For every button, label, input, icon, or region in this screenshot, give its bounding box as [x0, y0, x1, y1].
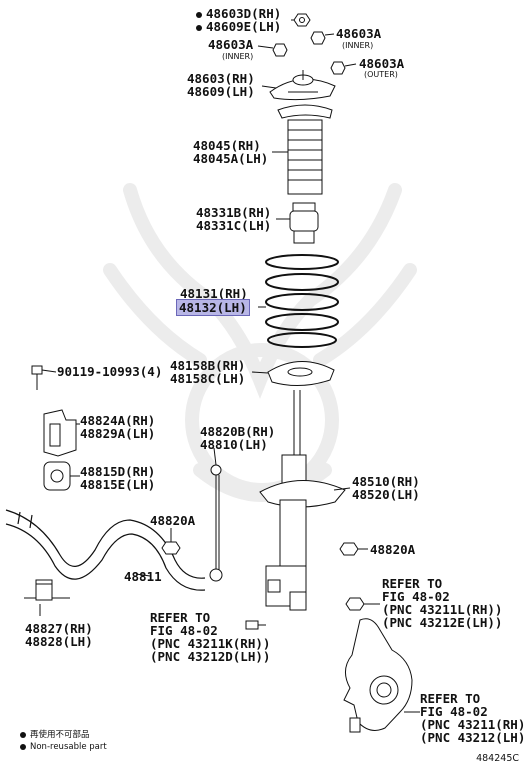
label-48131: 48131(RH): [180, 286, 248, 301]
legend-cn-text: 再使用不可部品: [30, 730, 90, 740]
label-48609lh: 48609(LH): [187, 84, 255, 99]
label-48045a: 48045A(LH): [193, 151, 269, 166]
refer-knuckle-c: (PNC 43211(RH)): [420, 717, 525, 732]
label-48815d: 48815D(RH): [80, 464, 156, 479]
legend-nonreusable-cn: 再使用不可部品: [20, 730, 90, 741]
label-48603a-inner-right-sub: (INNER): [342, 41, 374, 50]
label-48158b: 48158B(RH): [170, 358, 246, 373]
watermark-logo: [103, 183, 417, 502]
label-48603a-outer-sub: (OUTER): [364, 70, 398, 79]
refer-knuckle-d: (PNC 43212(LH)): [420, 730, 525, 745]
refer-knuckle-a[interactable]: REFER TO: [420, 691, 481, 706]
figure-id: 484245C: [476, 753, 519, 764]
strut-bolt-icon: [245, 620, 266, 630]
label-48158c: 48158C(LH): [170, 371, 246, 386]
stabilizer-bracket-icon: [43, 409, 77, 457]
refer-bolt-b[interactable]: FIG 48-02: [150, 623, 218, 638]
strut-nut-icon: [345, 597, 365, 611]
steering-knuckle-icon: [343, 618, 413, 733]
label-48824a: 48824A(RH): [80, 413, 156, 428]
refer-nut-a[interactable]: REFER TO: [382, 576, 443, 591]
label-48820b: 48820B(RH): [200, 424, 276, 439]
bolt-90119-icon: [31, 365, 43, 390]
refer-nut-d: (PNC 43212E(LH)): [382, 615, 503, 630]
nut-48603d-icon: [293, 13, 311, 27]
coil-spring-icon: [265, 254, 339, 348]
nut-48603a-outer-icon: [330, 61, 346, 75]
label-48603a-inner-left: 48603A: [208, 37, 254, 52]
label-48827: 48827(RH): [25, 621, 93, 636]
label-48331b: 48331B(RH): [196, 205, 272, 220]
dust-boot-icon: [277, 104, 333, 195]
nonreusable-dot-icon: [196, 24, 202, 31]
label-48603a-inner-left-sub: (INNER): [222, 52, 254, 61]
refer-bolt-d: (PNC 43212D(LH)): [150, 649, 271, 664]
label-48609e-text: 48609E(LH): [206, 19, 282, 34]
nut-48603a-inner-right-icon: [310, 31, 326, 45]
label-48609e: 48609E(LH): [196, 20, 281, 33]
bump-stop-icon: [289, 202, 319, 244]
legend-nonreusable-en: Non-reusable part: [20, 742, 107, 753]
label-48520: 48520(LH): [352, 487, 420, 502]
refer-bolt-c: (PNC 43211K(RH)): [150, 636, 271, 651]
refer-nut-c: (PNC 43211L(RH)): [382, 602, 503, 617]
label-48811: 48811: [124, 569, 162, 584]
stabilizer-bar-icon: [5, 509, 206, 591]
refer-knuckle-b[interactable]: FIG 48-02: [420, 704, 488, 719]
label-48603a-outer: 48603A: [359, 56, 405, 71]
nut-48820a-left-icon: [161, 541, 181, 555]
label-48331c: 48331C(LH): [196, 218, 272, 233]
legend-dot-icon: [20, 743, 26, 750]
label-48603d-text: 48603D(RH): [206, 6, 282, 21]
stabilizer-bushing-icon: [43, 461, 71, 491]
label-48603rh: 48603(RH): [187, 71, 255, 86]
nut-48603a-inner-left-icon: [272, 43, 288, 57]
label-48828: 48828(LH): [25, 634, 93, 649]
shock-absorber-icon: [259, 390, 346, 611]
refer-bolt-a[interactable]: REFER TO: [150, 610, 211, 625]
label-48603d: 48603D(RH): [196, 7, 281, 20]
nonreusable-dot-icon: [196, 11, 202, 18]
label-48603a-inner-right: 48603A: [336, 26, 382, 41]
label-48820a-right: 48820A: [370, 542, 416, 557]
label-48810: 48810(LH): [200, 437, 268, 452]
legend-en-text: Non-reusable part: [30, 742, 107, 752]
label-48820a-left: 48820A: [150, 513, 196, 528]
label-48045: 48045(RH): [193, 138, 261, 153]
stabilizer-link-icon: [209, 464, 223, 582]
label-48510: 48510(RH): [352, 474, 420, 489]
label-48132-highlighted[interactable]: 48132(LH): [176, 299, 250, 316]
nut-48820a-right-icon: [339, 542, 359, 556]
strut-mount-icon: [269, 70, 336, 101]
clamp-bracket-icon: [24, 579, 70, 601]
legend-dot-icon: [20, 731, 26, 738]
refer-nut-b[interactable]: FIG 48-02: [382, 589, 450, 604]
label-48829a: 48829A(LH): [80, 426, 156, 441]
label-48815e: 48815E(LH): [80, 477, 156, 492]
spring-insulator-icon: [267, 361, 335, 386]
label-90119: 90119-10993(4): [57, 364, 163, 379]
